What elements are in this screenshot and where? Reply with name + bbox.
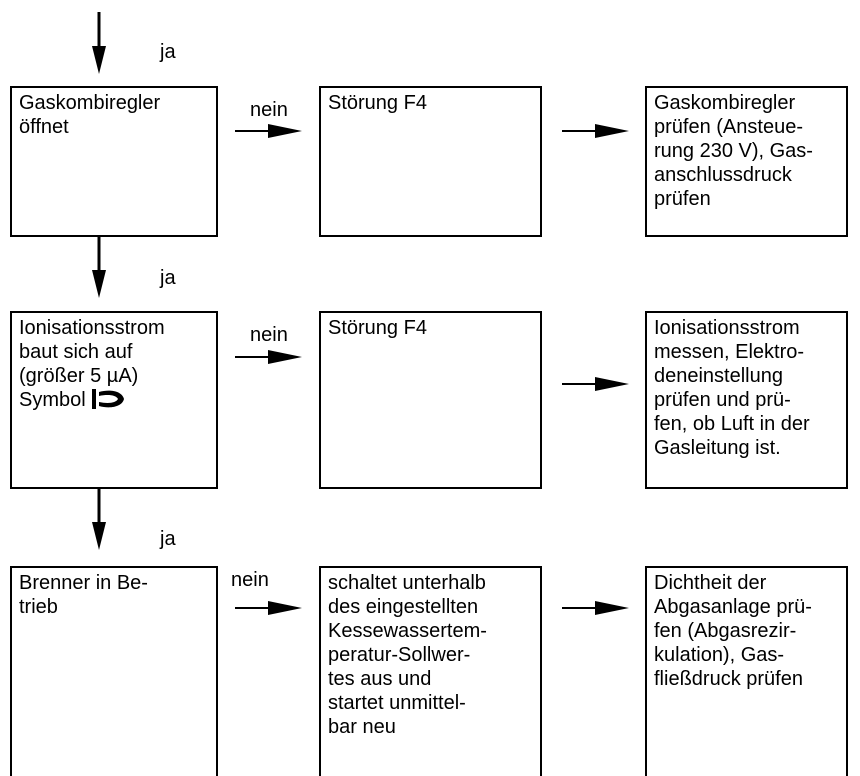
yes-label-1: ja [160, 267, 176, 289]
text-line: öffnet [19, 116, 69, 138]
yes-label-top: ja [160, 41, 176, 63]
text-line: Gasleitung ist. [654, 437, 781, 459]
text-line: Symbol [19, 388, 216, 415]
text-line: (größer 5 µA) [19, 365, 139, 387]
text-line: schaltet unterhalb [328, 572, 486, 594]
yes-label-2: ja [160, 528, 176, 550]
text-line: prüfen [654, 188, 711, 210]
text-line: prüfen (Ansteue- [654, 116, 803, 138]
text-line: rung 230 V), Gas- [654, 140, 813, 162]
text-line: Brenner in Be- [19, 572, 148, 594]
text-line: Gaskombiregler [19, 92, 161, 114]
fault-box-row1: Störung F4 [319, 86, 542, 237]
down-arrow-top [92, 12, 106, 74]
text-line: messen, Elektro- [654, 341, 805, 363]
flame-symbol-icon [91, 389, 126, 415]
right-arrow-row3-action [562, 601, 629, 615]
text-line: des eingestellten [328, 596, 479, 618]
symbol-label: Symbol [19, 389, 86, 411]
text-line: fen (Abgasrezir- [654, 620, 797, 642]
right-arrow-row2-no [235, 350, 302, 364]
no-label-row1: nein [250, 99, 288, 121]
condition-box-row3: Brenner in Be- trieb [10, 566, 218, 776]
action-box-row2: Ionisationsstrom messen, Elektro- denein… [645, 311, 848, 489]
text-line: fließdruck prüfen [654, 668, 803, 690]
text-line: fen, ob Luft in der [654, 413, 810, 435]
text-line: peratur-Sollwer- [328, 644, 471, 666]
down-arrow-1 [92, 236, 106, 298]
down-arrow-2 [92, 488, 106, 550]
text-line: Störung F4 [328, 317, 427, 339]
text-line: Kessewassertem- [328, 620, 487, 642]
fault-box-row3: schaltet unterhalb des eingestellten Kes… [319, 566, 542, 776]
text-line: anschlussdruck [654, 164, 792, 186]
text-line: baut sich auf [19, 341, 133, 363]
text-line: Gaskombiregler [654, 92, 796, 114]
right-arrow-row2-action [562, 377, 629, 391]
text-line: Abgasanlage prü- [654, 596, 812, 618]
text-line: deneinstellung [654, 365, 783, 387]
action-box-row1: Gaskombiregler prüfen (Ansteue- rung 230… [645, 86, 848, 237]
right-arrow-row1-no [235, 124, 302, 138]
text-line: startet unmittel- [328, 692, 466, 714]
no-label-row2: nein [250, 324, 288, 346]
action-box-row3: Dichtheit der Abgasanlage prü- fen (Abga… [645, 566, 848, 776]
no-label-row3: nein [231, 569, 269, 591]
condition-box-row2: Ionisationsstrom baut sich auf (größer 5… [10, 311, 218, 489]
text-line: bar neu [328, 716, 396, 738]
text-line: Ionisationsstrom [654, 317, 800, 339]
fault-box-row2: Störung F4 [319, 311, 542, 489]
right-arrow-row1-action [562, 124, 629, 138]
text-line: prüfen und prü- [654, 389, 791, 411]
text-line: tes aus und [328, 668, 432, 690]
condition-box-row1: Gaskombiregler öffnet [10, 86, 218, 237]
text-line: Dichtheit der [654, 572, 767, 594]
text-line: Störung F4 [328, 92, 427, 114]
right-arrow-row3-no [235, 601, 302, 615]
text-line: Ionisationsstrom [19, 317, 165, 339]
text-line: kulation), Gas- [654, 644, 785, 666]
text-line: trieb [19, 596, 58, 618]
